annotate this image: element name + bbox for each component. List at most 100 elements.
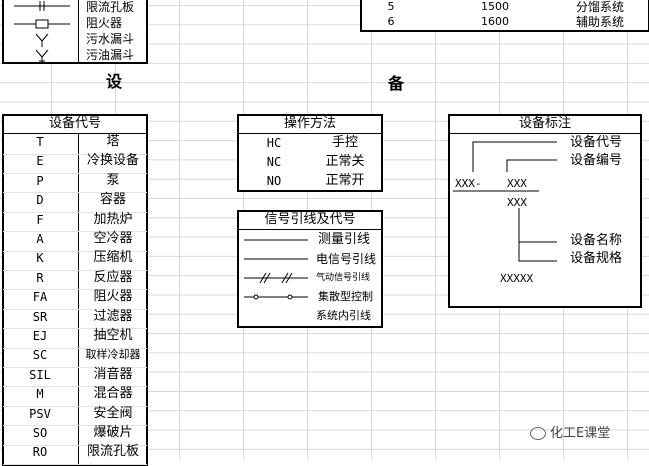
row-divider (3, 405, 147, 407)
equipment-name: 消音器 (93, 366, 133, 382)
row-divider (3, 250, 147, 252)
equipment-name: 泵 (106, 172, 120, 188)
heading-right: 备 (388, 74, 405, 93)
equipment-code-title: 设备代号 (48, 116, 101, 131)
row-divider (3, 192, 147, 194)
flame-arrester-symbol (14, 19, 70, 29)
operation-code: HC (266, 136, 282, 150)
marking-label-spec: 设备规格 (570, 251, 623, 266)
equipment-code: P (36, 173, 44, 188)
dcs-line-symbol (244, 294, 308, 300)
signal-lines-title-divider (238, 229, 382, 230)
watermark-text: 化工E课堂 (550, 426, 611, 441)
operation-code: NO (266, 174, 282, 188)
operation-method-title-divider (238, 133, 382, 134)
operation-method-title: 操作方法 (283, 116, 336, 131)
restriction-orifice-symbol (14, 1, 70, 11)
equipment-code-col-divider (78, 134, 79, 464)
top-legend-label: 阻火器 (86, 16, 123, 30)
equipment-code: PSV (29, 406, 51, 421)
equipment-name: 限流孔板 (86, 444, 139, 460)
signal-line-name: 电信号引线 (316, 252, 377, 266)
sewage-funnel-symbol (35, 33, 49, 47)
equipment-marking-title: 设备标注 (518, 116, 571, 131)
operation-method-table (237, 114, 383, 192)
row-divider (3, 289, 147, 291)
equipment-name: 抽空机 (93, 328, 133, 343)
row-divider (3, 328, 147, 330)
signal-line-name: 系统内引线 (316, 309, 371, 322)
top-right-table (360, 0, 649, 32)
equipment-code: E (36, 154, 44, 169)
equipment-name: 反应器 (93, 269, 133, 285)
equipment-code: F (36, 212, 44, 227)
equipment-code: FA (32, 290, 48, 305)
equipment-name: 塔 (106, 134, 120, 149)
signal-line-symbols (244, 239, 308, 300)
top-legend-box (2, 0, 148, 64)
equipment-code-title-divider (3, 133, 147, 134)
row-divider (3, 269, 147, 271)
marking-spec-value: XXXXX (500, 272, 534, 285)
row-divider (3, 231, 147, 233)
equipment-code: T (36, 135, 44, 149)
equipment-code: K (36, 251, 44, 266)
marking-label-code: 设备代号 (570, 135, 623, 150)
equipment-code: SC (32, 348, 48, 363)
equipment-name: 爆破片 (93, 425, 133, 440)
equipment-marking-title-divider (449, 133, 641, 134)
equipment-code: M (36, 387, 44, 402)
equipment-code: EJ (32, 329, 48, 343)
row-divider (3, 366, 147, 368)
top-table-value: 1500 (481, 0, 509, 13)
operation-name: 正常开 (325, 173, 365, 188)
oil-funnel-symbol (35, 49, 49, 63)
row-divider (3, 211, 147, 213)
marking-label-number: 设备编号 (570, 153, 623, 168)
row-divider (3, 308, 147, 310)
wechat-icon (530, 427, 546, 440)
signal-lines-title: 信号引线及代号 (264, 212, 356, 227)
legend-divider (78, 0, 79, 62)
equipment-name: 阻火器 (93, 289, 133, 305)
signal-line-name: 测量引线 (318, 232, 371, 247)
equipment-code: D (36, 193, 44, 208)
row-divider (3, 153, 147, 155)
equipment-name: 压缩机 (93, 250, 133, 266)
row-divider (3, 444, 147, 446)
row-divider (3, 425, 147, 427)
equipment-name: 冷换设备 (86, 153, 139, 169)
equipment-marking-diagram (453, 141, 557, 262)
equipment-code: SO (32, 426, 48, 440)
operation-name: 手控 (331, 135, 358, 150)
row-divider (3, 347, 147, 349)
top-table-num: 5 (387, 0, 395, 13)
watermark: 化工E课堂 (530, 422, 610, 441)
operation-name: 正常关 (325, 154, 365, 169)
equipment-code: SIL (29, 367, 51, 382)
signal-line-name: 气动信号引线 (316, 273, 371, 283)
marking-label-name: 设备名称 (570, 233, 623, 248)
row-divider (3, 172, 147, 174)
top-table-system: 辅助系统 (576, 15, 625, 29)
equipment-name: 混合器 (93, 386, 133, 402)
heading-left: 设 (106, 72, 123, 91)
top-table-system: 分馏系统 (576, 0, 625, 14)
equipment-name: 取样冷却器 (85, 348, 141, 362)
top-table-num: 6 (387, 15, 395, 28)
row-divider (3, 386, 147, 388)
signal-line-name: 集散型控制 (318, 290, 373, 303)
equipment-marking-box (448, 114, 642, 308)
equipment-code: R (36, 270, 44, 285)
marking-num-bottom: XXX (507, 196, 527, 209)
equipment-name: 空冷器 (93, 231, 133, 246)
equipment-name: 安全阀 (93, 405, 133, 421)
operation-code: NC (266, 155, 282, 169)
marking-num-top: XXX (507, 177, 527, 190)
equipment-name: 加热炉 (93, 211, 133, 227)
top-table-value: 1600 (481, 15, 509, 28)
top-legend-label: 限流孔板 (86, 0, 135, 14)
equipment-code: SR (32, 309, 48, 324)
equipment-name: 过滤器 (93, 308, 133, 324)
marking-prefix: XXX- (455, 177, 482, 190)
